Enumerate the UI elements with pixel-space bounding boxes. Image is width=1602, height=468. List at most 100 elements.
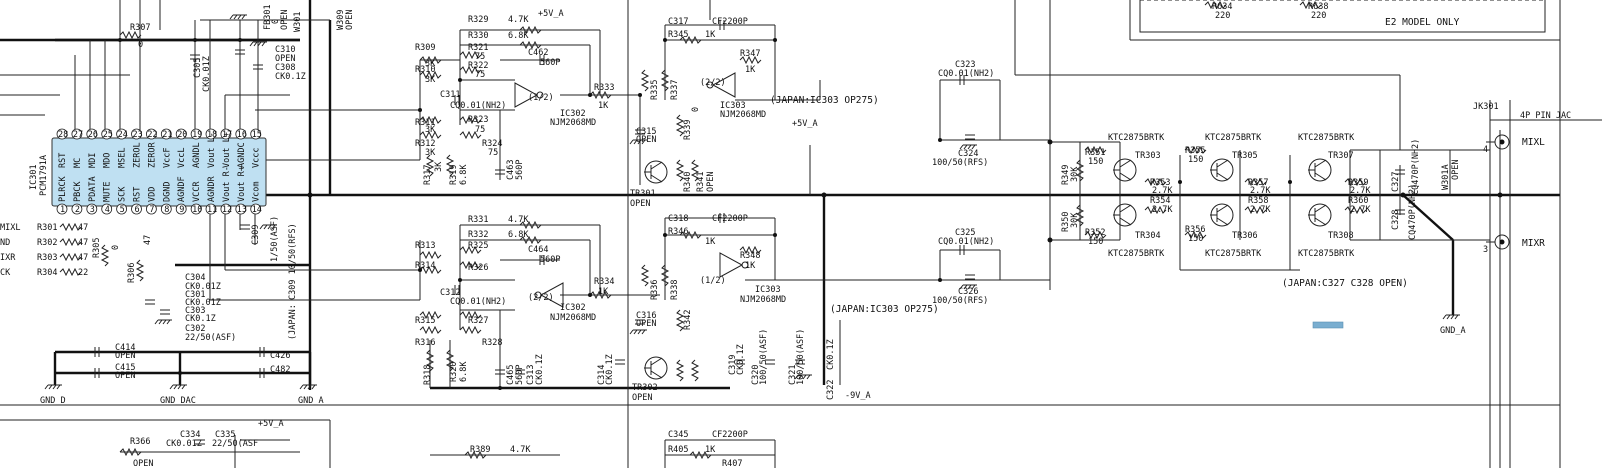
svg-text:10: 10: [192, 205, 202, 215]
label-c325-value: CQ0.01(NH2): [938, 237, 994, 247]
label-c318-value: CF2200P: [712, 214, 748, 224]
svg-text:2: 2: [75, 205, 80, 215]
label-gnd-d: GND_D: [40, 396, 66, 406]
label-c317-value: CF2200P: [712, 17, 748, 27]
label-r301: R301: [37, 223, 57, 233]
svg-text:MC: MC: [73, 158, 83, 168]
label-r351: R351: [1085, 148, 1105, 158]
label-ic302-b: IC302: [560, 303, 586, 313]
label-c464-value: 560P: [540, 255, 560, 265]
label-r301-value: 47: [78, 223, 88, 233]
label-r302: R302: [37, 238, 57, 248]
svg-text:Vout L+: Vout L+: [222, 132, 232, 168]
label-c334: C334: [180, 430, 200, 440]
svg-text:9: 9: [179, 205, 184, 215]
label-r318: R318: [423, 365, 433, 385]
label-r312-value: 3K: [425, 148, 436, 158]
label-r352-value: 150: [1088, 237, 1103, 247]
label-r405: R405: [668, 445, 688, 455]
label-half-12-ic303: (1/2): [700, 276, 726, 286]
label-ktc-2: KTC2875BRTK: [1108, 249, 1165, 259]
label-ktc-1: KTC2875BRTK: [1108, 133, 1165, 143]
label-c308-value: CK0.1Z: [275, 72, 306, 82]
label-r322: R322: [468, 61, 488, 71]
svg-text:AGNDF: AGNDF: [177, 176, 187, 202]
label-tr307: TR307: [1328, 151, 1354, 161]
svg-text:1: 1: [60, 205, 65, 215]
label-pin-3: 3: [1483, 245, 1488, 255]
label-c335: C335: [215, 430, 235, 440]
label-c311: C311: [440, 90, 460, 100]
component-labels: R307 0 C305 CK0.01Z C310 OPEN C308 CK0.1…: [0, 2, 1571, 468]
label-r326: R326: [468, 263, 488, 273]
label-c314-value: CK0.1Z: [605, 354, 615, 385]
label-c315-value: OPEN: [636, 135, 656, 145]
label-c304: C304: [185, 273, 205, 283]
label-r334-value: 1K: [598, 287, 609, 297]
svg-text:ZEROR: ZEROR: [147, 142, 157, 168]
label-jk301-value: 4P_PIN_JAC: [1520, 111, 1571, 121]
label-r339-value: 0: [691, 107, 701, 112]
label-r341: R341: [696, 172, 706, 192]
label-mixr-output: MIXR: [1522, 238, 1545, 249]
label-ktc-5: KTC2875BRTK: [1298, 133, 1355, 143]
label-c319: C319: [728, 355, 738, 375]
label-r331-value: 4.7K: [508, 215, 529, 225]
ic301-part: PCM1791A: [39, 155, 49, 196]
label-r305: R305: [92, 238, 102, 258]
label-c462: C462: [528, 48, 548, 58]
label-c414: C414: [115, 343, 135, 353]
label-c463-value: 560P: [515, 160, 525, 180]
svg-text:DGND: DGND: [162, 182, 172, 202]
label-r357: R357: [1248, 178, 1268, 188]
label-r333-value: 1K: [598, 101, 609, 111]
svg-text:VccF: VccF: [162, 148, 172, 168]
label-open-top: OPEN: [280, 10, 290, 30]
svg-text:Vcom: Vcom: [252, 182, 262, 202]
svg-text:MSEL: MSEL: [118, 148, 128, 168]
label-r321: R321: [468, 43, 488, 53]
label-ic303: IC303: [720, 101, 746, 111]
label-cq-nh2-a: CQ0.01(NH2): [450, 101, 506, 111]
label-fb301-value: 0: [271, 19, 281, 24]
label-r360-value: 2.7K: [1350, 205, 1371, 215]
label-r359-value: 2.7K: [1350, 186, 1371, 196]
label-r317: R317: [423, 165, 433, 185]
label-r349-value: 30K: [1070, 166, 1080, 182]
label-r349: R349: [1061, 165, 1071, 185]
label-r338: R338: [670, 280, 680, 300]
label-c312: C312: [440, 288, 460, 298]
svg-text:PBCK: PBCK: [73, 181, 83, 202]
svg-text:23: 23: [133, 130, 143, 140]
label-c308: C308: [275, 63, 295, 73]
svg-text:RST: RST: [58, 153, 68, 168]
label-c328-value: CQ470P(NH2): [1408, 184, 1418, 240]
label-minus9va: -9V_A: [845, 391, 871, 401]
label-r330-value: 6.8K: [508, 31, 529, 41]
label-r325: R325: [468, 241, 488, 251]
label-r356-value: 150: [1188, 234, 1203, 244]
label-mixd-input: ND: [0, 238, 10, 248]
label-r310: R310: [415, 65, 435, 75]
svg-text:RST: RST: [133, 187, 143, 202]
label-c345-value: CF2200P: [712, 430, 748, 440]
label-c322-value: CK0.1Z: [826, 339, 836, 370]
label-c313-value: CK0.1Z: [535, 354, 545, 385]
label-c334-value: CK0.01Z: [166, 439, 202, 449]
svg-text:17: 17: [222, 130, 232, 140]
label-r304-value: 22: [78, 268, 88, 278]
label-c301-value: CK0.01Z: [185, 298, 221, 308]
label-r356: R356: [1185, 225, 1205, 235]
label-c320: C320: [751, 365, 761, 385]
svg-text:11: 11: [207, 205, 217, 215]
